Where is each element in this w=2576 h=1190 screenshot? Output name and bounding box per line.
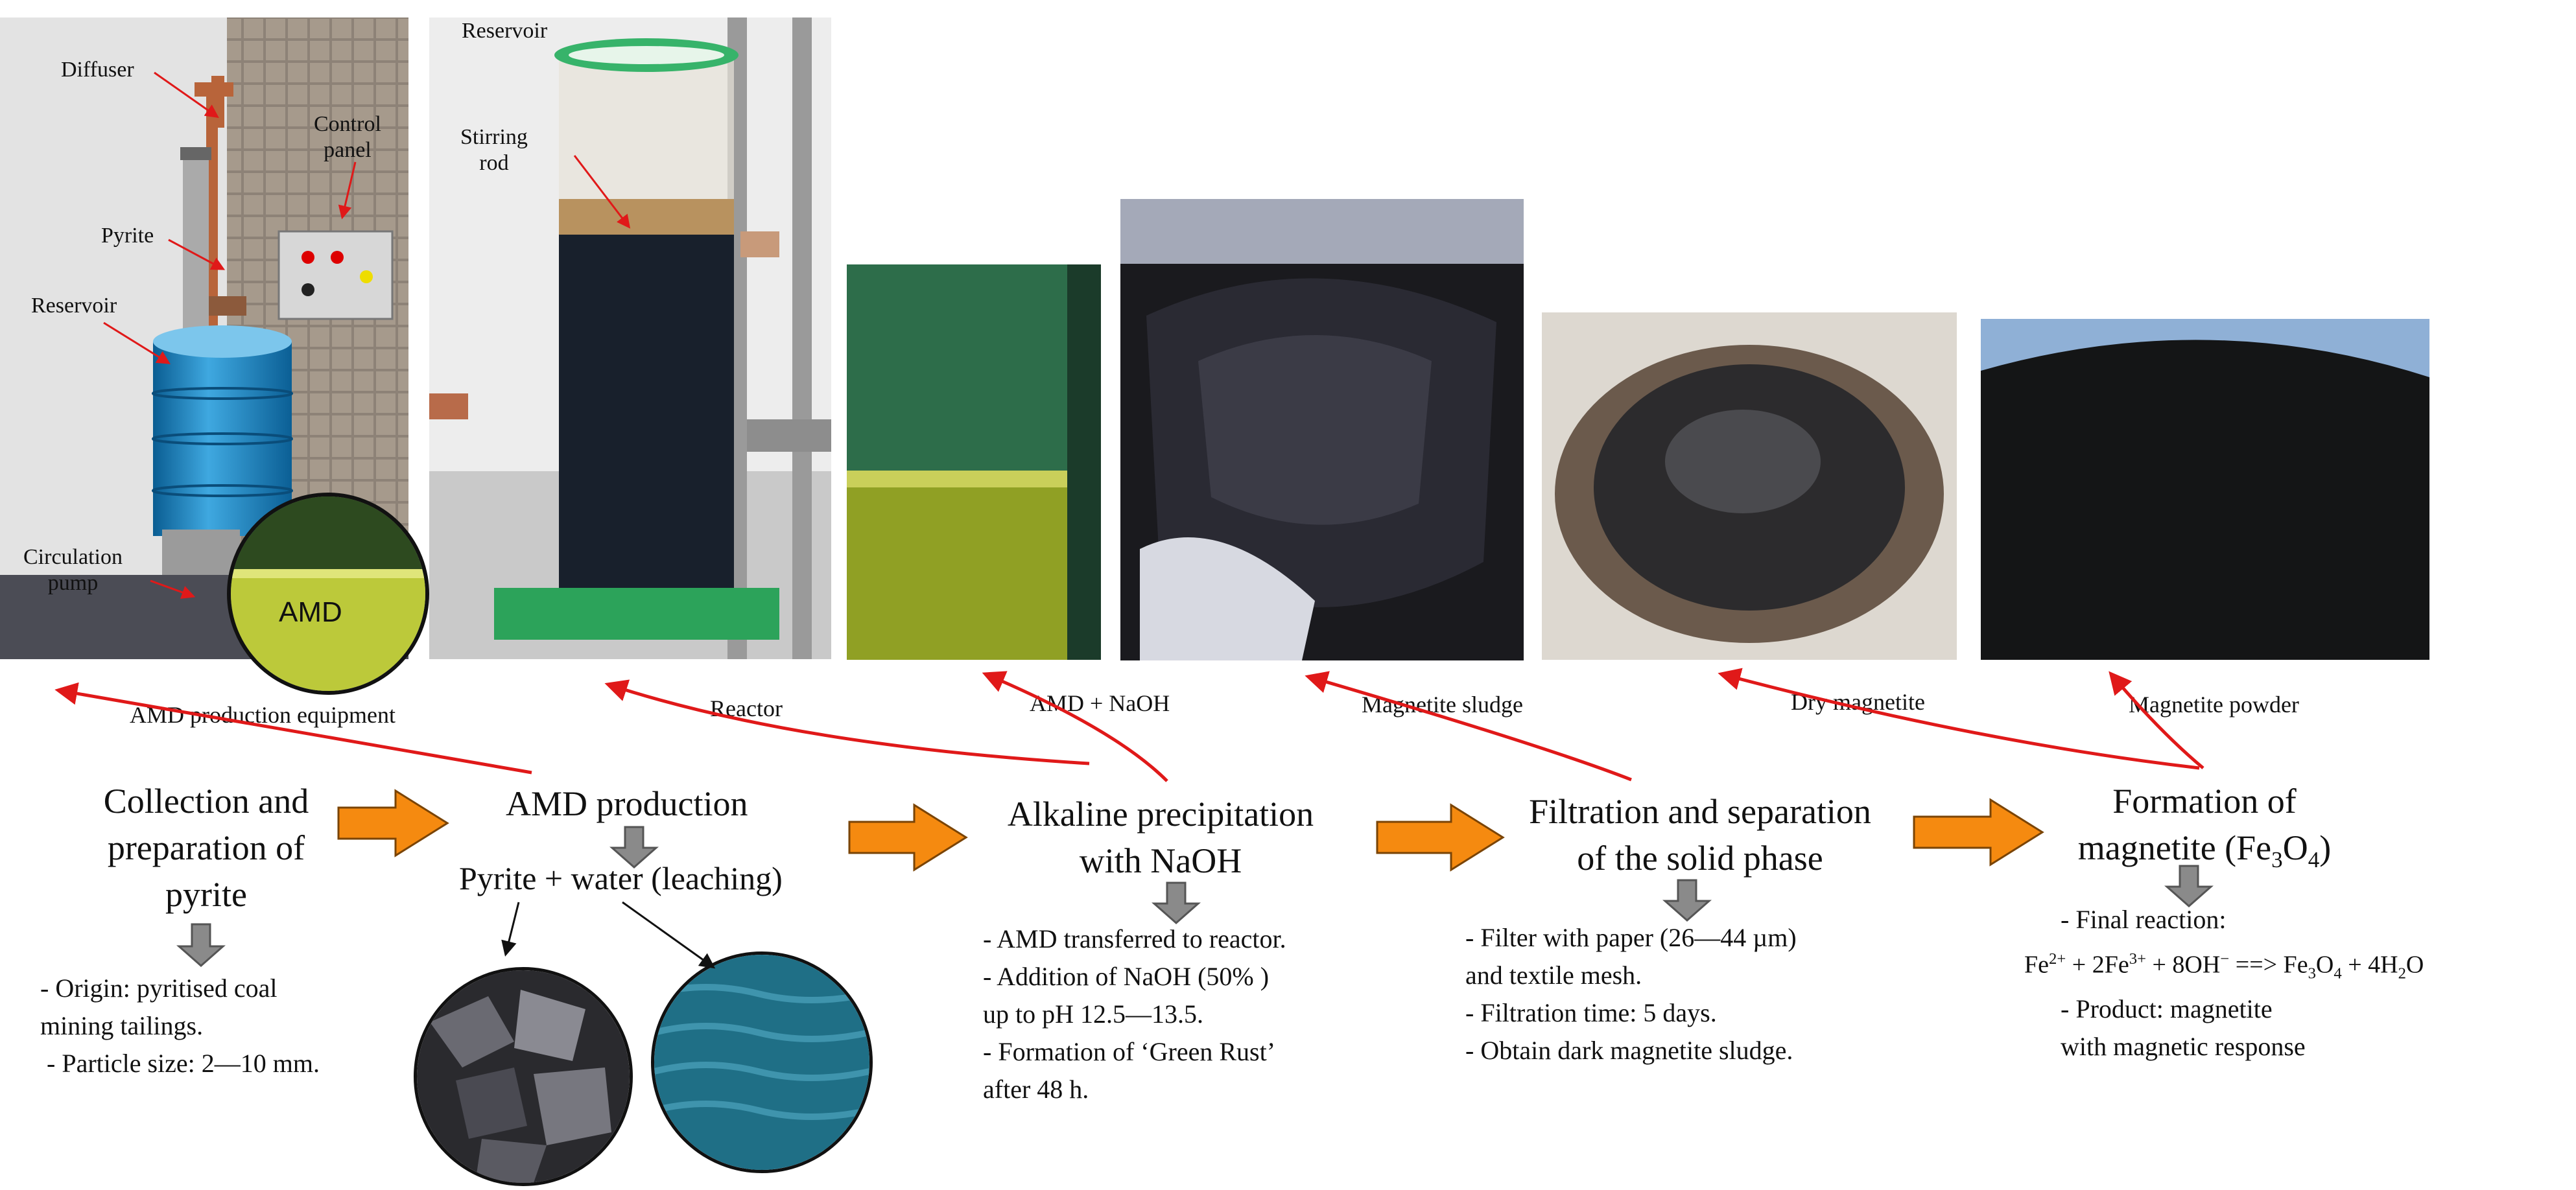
- leader-pyrite-circle: [501, 902, 520, 957]
- caption-magnetite-sludge: Magnetite sludge: [1362, 692, 1523, 718]
- final-reaction-equation: Fe2+ + 2Fe3+ + 8OH− ==> Fe3O4 + 4H2O: [2024, 950, 2424, 983]
- pyrite-circle: [414, 967, 633, 1186]
- circle-leaders: [501, 901, 716, 969]
- caption-reactor: Reactor: [710, 695, 783, 721]
- step-amd-production-subtitle: Pyrite + water (leaching): [459, 860, 783, 896]
- step-amd-production-title: AMD production: [506, 784, 748, 823]
- photo-magnetite-powder: [1981, 319, 2429, 660]
- step-filtration-title: Filtration and separation of the solid p…: [1529, 792, 1871, 878]
- step-formation-details: - Product: magnetite with magnetic respo…: [2061, 994, 2306, 1061]
- process-arrow-1: [337, 789, 449, 858]
- callout-pyrite: Pyrite: [101, 224, 154, 248]
- down-arrow-filtration: [1662, 879, 1712, 922]
- callout-diffuser: Diffuser: [61, 58, 134, 82]
- caption-amd-naoh: AMD + NaOH: [1030, 690, 1170, 716]
- amd-inset-circle: [227, 493, 429, 695]
- process-arrow-2: [848, 803, 968, 872]
- photo-magnetite-sludge: [1120, 199, 1524, 660]
- caption-magnetite-powder: Magnetite powder: [2129, 692, 2299, 718]
- leader-water-circle: [622, 901, 716, 969]
- photo-reactor: [429, 18, 831, 659]
- callout-control-panel: Control panel: [314, 112, 381, 162]
- curve-reactor: [604, 679, 1090, 765]
- step-formation-detail-1: - Final reaction:: [2061, 905, 2227, 934]
- process-arrow-3: [1376, 803, 1505, 872]
- callout-reservoir-left: Reservoir: [31, 294, 117, 318]
- photo-amd-naoh: [847, 264, 1101, 660]
- photo-amd-equipment: [0, 18, 408, 659]
- caption-equipment: AMD production equipment: [130, 702, 396, 728]
- step-alkaline-details: - AMD transferred to reactor. - Addition…: [983, 924, 1286, 1104]
- callout-stirring-rod: Stirring rod: [460, 125, 528, 175]
- callout-circulation-pump: Circulation pump: [23, 545, 123, 595]
- step-collection-title: Collection and preparation of pyrite: [103, 782, 309, 914]
- callout-reservoir-top: Reservoir: [462, 19, 548, 43]
- step-alkaline-title: Alkaline precipitation with NaOH: [1007, 795, 1314, 880]
- amd-inset-label: AMD: [279, 596, 342, 628]
- down-arrow-alkaline: [1152, 881, 1201, 925]
- process-arrow-4: [1913, 798, 2044, 867]
- down-arrow-collection: [176, 923, 226, 968]
- photo-dry-magnetite: [1542, 312, 1957, 660]
- step-collection-details: - Origin: pyritised coal mining tailings…: [40, 974, 320, 1078]
- water-circle: [651, 951, 873, 1173]
- step-formation-title: Formation of magnetite (Fe3O4): [2077, 782, 2332, 872]
- caption-dry-magnetite: Dry magnetite: [1791, 689, 1925, 715]
- step-filtration-details: - Filter with paper (26—44 µm) and texti…: [1465, 923, 1797, 1065]
- curve-powder: [2109, 671, 2204, 769]
